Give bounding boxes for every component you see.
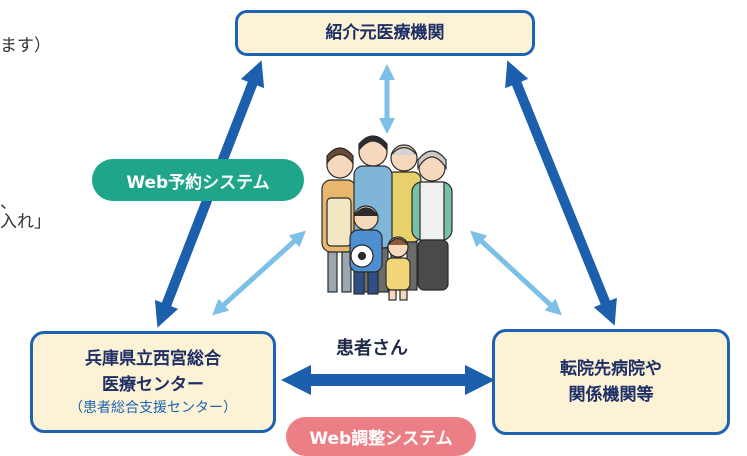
hospital-node: 兵庫県立西宮総合 医療センター （患者総合支援センター） xyxy=(30,331,276,433)
clipped-text-1: ます） xyxy=(0,36,51,56)
hospital-label-sub: （患者総合支援センター） xyxy=(69,399,237,416)
arrow-patient-to-right xyxy=(470,230,562,316)
patient-label: 患者さん xyxy=(336,338,408,359)
clipped-text-3: 入れ」 xyxy=(0,212,51,232)
hospital-label-line2: 医療センター xyxy=(102,375,204,396)
hospital-label-line1: 兵庫県立西宮総合 xyxy=(85,348,221,369)
figure-girl xyxy=(385,236,411,301)
clipped-text-2: 、 xyxy=(0,193,17,213)
transfer-destination-node: 転院先病院や 関係機関等 xyxy=(492,329,730,435)
figure-woman xyxy=(321,147,357,293)
web-reservation-system-badge: Web予約システム xyxy=(92,159,304,201)
transfer-label-line1: 転院先病院や xyxy=(560,358,662,379)
figure-grandmother xyxy=(411,150,453,291)
referring-institution-node: 紹介元医療機関 xyxy=(235,10,535,56)
referring-institution-label: 紹介元医療機関 xyxy=(325,22,445,43)
figure-boy xyxy=(349,205,383,295)
arrow-top-to-right xyxy=(505,60,617,326)
transfer-label-line2: 関係機関等 xyxy=(568,385,654,405)
arrow-patient-to-left xyxy=(212,230,306,316)
web-adjustment-system-badge: Web調整システム xyxy=(286,417,476,456)
